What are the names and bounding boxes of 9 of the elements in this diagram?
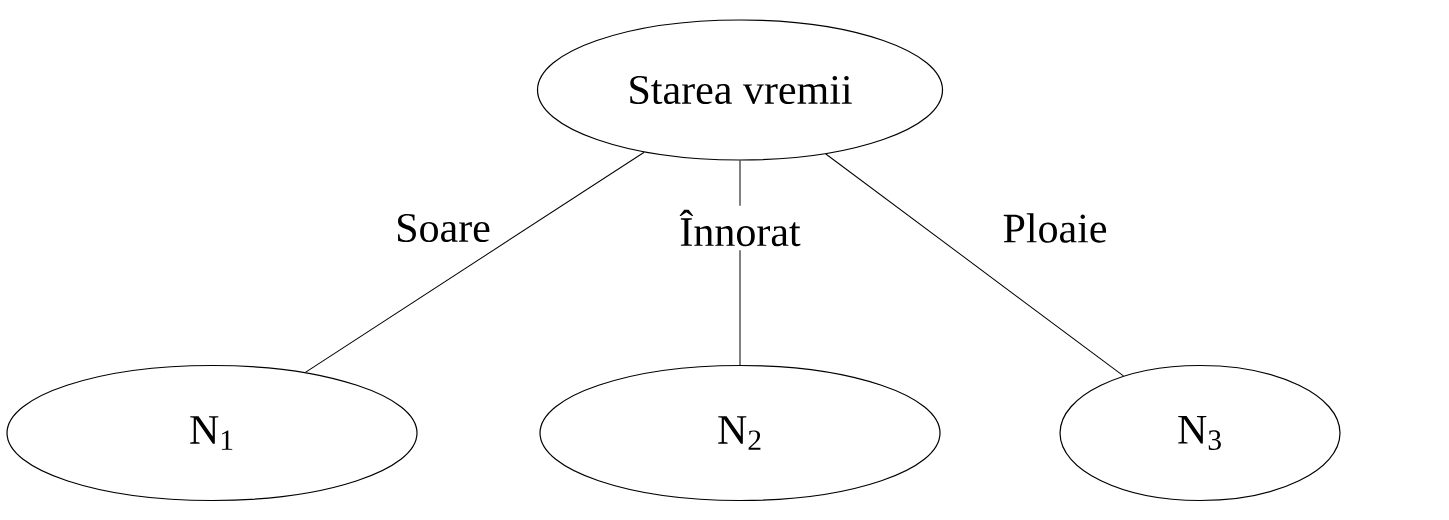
ellipse-node: Starea vremii: [536, 19, 944, 161]
connector-line: [304, 151, 645, 373]
edge-label: Ploaie: [1003, 213, 1107, 243]
connector-line: [825, 153, 1124, 377]
ellipse-node: N$_{2}$: [539, 364, 941, 502]
ellipse-node: N$_{1}$: [6, 364, 418, 502]
edge-label: Înnorat: [675, 205, 805, 251]
edge-label: Soare: [398, 213, 490, 243]
ellipse-node: N$_{3}$: [1059, 364, 1341, 502]
